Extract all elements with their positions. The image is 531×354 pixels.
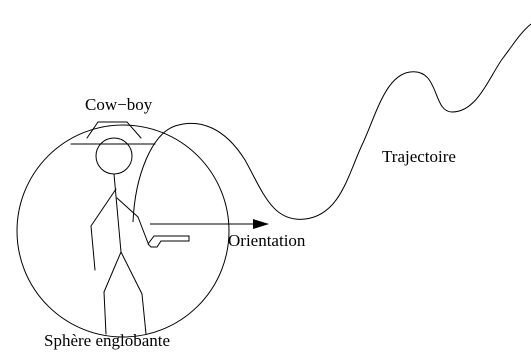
head (95, 137, 133, 175)
bounding-sphere-label: Sphère englobante (44, 331, 170, 350)
right-forearm (137, 216, 149, 244)
right-upper-arm (116, 197, 139, 218)
right-shin (141, 293, 147, 335)
left-thigh (103, 251, 122, 293)
trajectory-curve (132, 23, 531, 223)
bounding-sphere (16, 124, 230, 338)
right-thigh (120, 251, 143, 295)
torso (113, 173, 122, 253)
orientation-label: Orientation (228, 231, 306, 250)
cowboy-label: Cow−boy (85, 95, 153, 114)
trajectory-label: Trajectoire (382, 147, 456, 166)
left-upper-arm (90, 188, 117, 227)
pistol-icon (147, 235, 190, 248)
left-forearm (90, 225, 96, 271)
hat-crown (86, 121, 142, 139)
left-shin (103, 291, 107, 335)
cowboy-figure (70, 121, 190, 335)
